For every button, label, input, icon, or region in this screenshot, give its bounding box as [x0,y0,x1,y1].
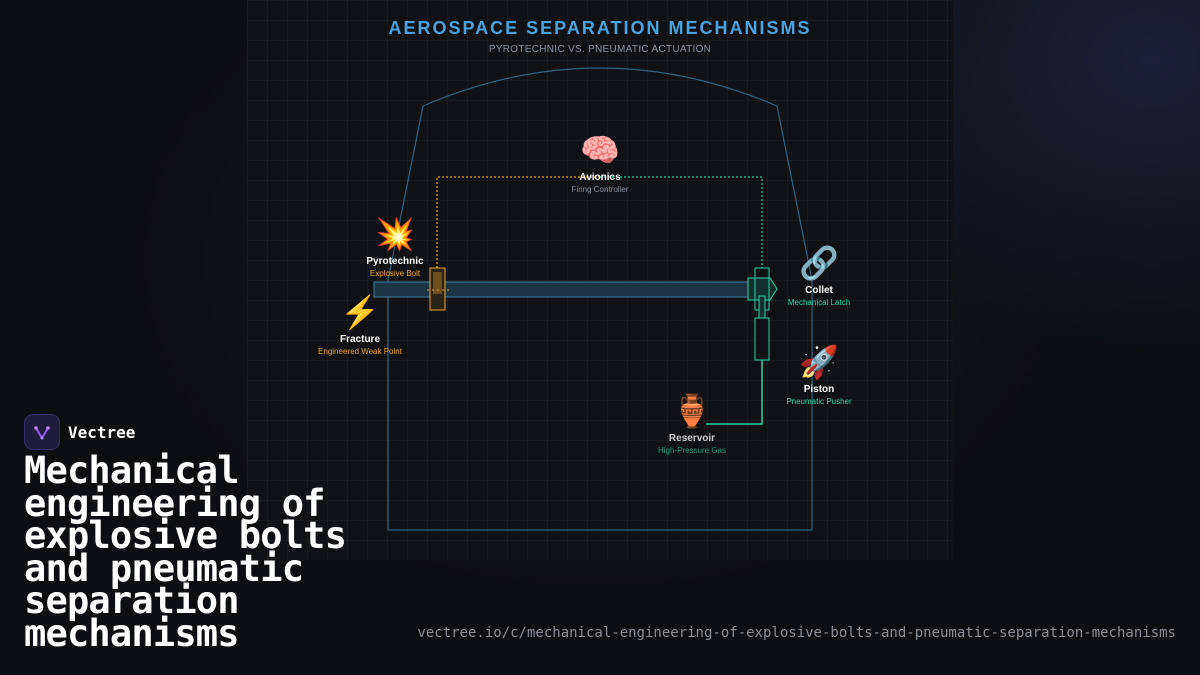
rocket-icon: 🚀 [799,344,839,380]
diagram-subtitle: PYROTECHNIC VS. PNEUMATIC ACTUATION [488,44,712,55]
node-piston-sub: Pneumatic Pusher [786,397,852,406]
fairing-outline [387,67,813,531]
gas-line [706,360,763,425]
node-pyrotechnic-sub: Explosive Bolt [369,269,421,278]
node-avionics-sub: Firing Controller [571,185,629,194]
node-fracture: ⚡ Fracture Engineered Weak Point [290,294,430,356]
diagram-title: AEROSPACE SEPARATION MECHANISMS [388,18,812,38]
node-reservoir-name: Reservoir [668,433,716,444]
node-pyrotechnic: 💥 Pyrotechnic Explosive Bolt [325,216,465,278]
node-collet-name: Collet [805,285,833,296]
headline: Mechanical engineering of explosive bolt… [24,449,347,655]
diagram-grid-panel [247,0,953,560]
amphora-icon: 🏺 [672,393,712,429]
pneumatic-firing-line [600,176,763,268]
node-fracture-sub: Engineered Weak Point [318,347,402,356]
node-pyrotechnic-name: Pyrotechnic [366,256,424,267]
node-collet-sub: Mechanical Latch [787,298,851,307]
brand-name: Vectree [68,422,136,442]
node-piston: 🚀 Piston Pneumatic Pusher [749,344,889,406]
brand[interactable]: Vectree [24,414,136,450]
node-reservoir-sub: High-Pressure Gas [657,446,727,455]
node-collet: 🔗 Collet Mechanical Latch [749,245,889,307]
lightning-icon: ⚡ [340,294,380,330]
page-url[interactable]: vectree.io/c/mechanical-engineering-of-e… [417,625,1176,641]
bolt-core [433,272,442,294]
node-fracture-name: Fracture [339,334,380,345]
chain-link-icon: 🔗 [799,245,839,281]
node-avionics: 🧠 Avionics Firing Controller [530,132,670,194]
explosion-icon: 💥 [375,216,415,252]
node-avionics-name: Avionics [579,172,621,183]
node-reservoir: 🏺 Reservoir High-Pressure Gas [622,393,762,455]
node-piston-name: Piston [803,384,835,395]
brain-icon: 🧠 [580,132,620,168]
vectree-logo-icon [24,414,60,450]
